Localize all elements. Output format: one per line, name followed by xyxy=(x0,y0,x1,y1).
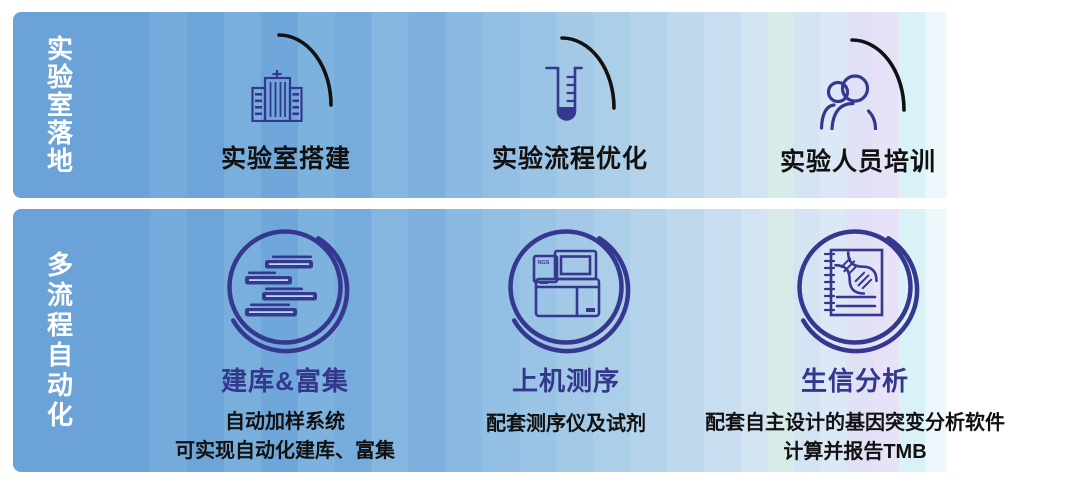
top-item-title: 实验流程优化 xyxy=(491,145,648,173)
bottom-item-title: 生信分析 xyxy=(800,366,909,396)
bottom-item-subline: 可实现自动化建库、富集 xyxy=(175,440,395,462)
sequencer-icon: NGS xyxy=(491,213,641,363)
curve-arc-icon xyxy=(560,36,620,116)
top-item-title: 实验人员培训 xyxy=(779,148,936,176)
bottom-item-subline: 自动加样系统 xyxy=(225,411,345,433)
notebook-dna-icon xyxy=(780,213,930,363)
library-reads-icon xyxy=(210,213,360,363)
people-icon xyxy=(818,72,884,130)
bottom-item-title: 上机测序 xyxy=(511,366,620,396)
bottom-band-automation: 多流程自动化 xyxy=(13,209,1068,472)
curve-arc-icon xyxy=(277,33,337,113)
sequencer-ngs-label: NGS xyxy=(538,260,550,266)
top-item-title: 实验室搭建 xyxy=(220,145,351,173)
bottom-item-subline: 配套测序仪及试剂 xyxy=(486,413,646,435)
building-icon xyxy=(251,68,303,122)
top-band-side-label: 实验室落地 xyxy=(43,35,74,175)
bottom-band-side-label: 多流程自动化 xyxy=(43,250,74,431)
top-band-lab-implementation: 实验室落地 实验室搭建 xyxy=(13,12,1068,198)
test-tube-icon xyxy=(545,64,583,126)
bottom-item-subline: 计算并报告TMB xyxy=(783,441,927,463)
bottom-item-subline: 配套自主设计的基因突变分析软件 xyxy=(705,412,1005,434)
bottom-item-title: 建库&富集 xyxy=(221,366,349,396)
curve-arc-icon xyxy=(850,38,910,118)
